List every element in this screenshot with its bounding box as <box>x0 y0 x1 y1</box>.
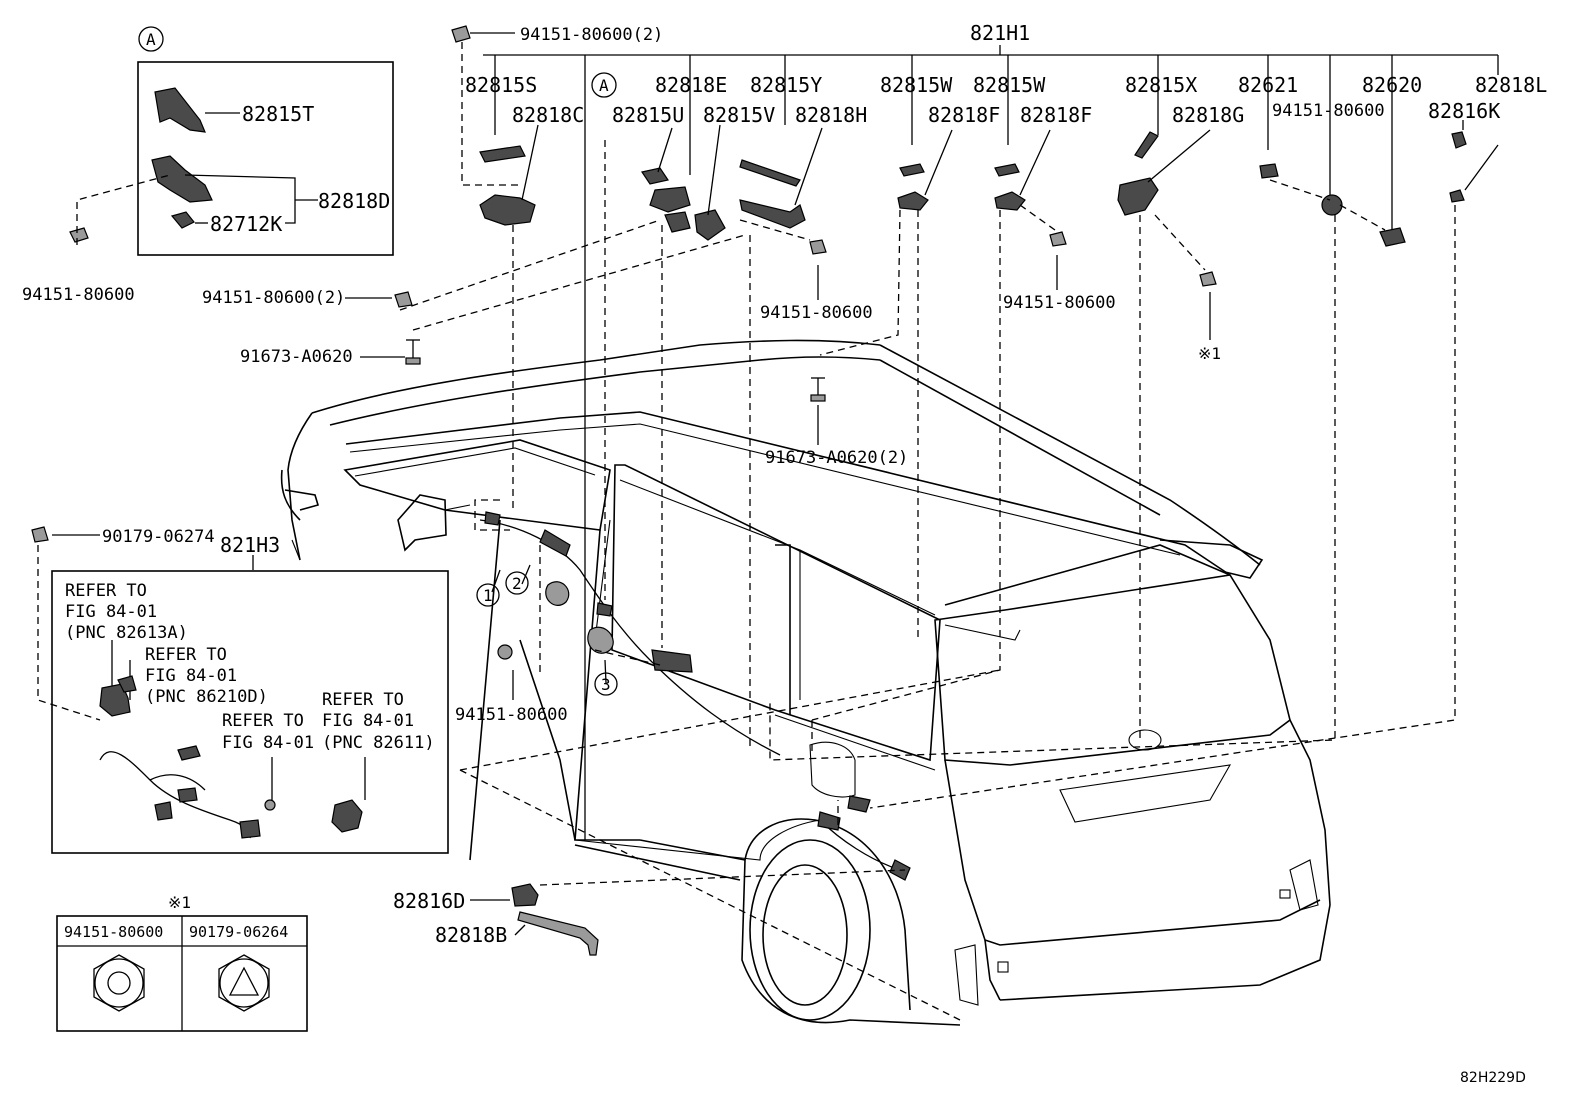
label-821H3: 821H3 <box>220 533 280 557</box>
label-82815Y: 82815Y <box>750 73 822 97</box>
part-82815T-shape <box>154 87 206 133</box>
harness-parts <box>31 25 1467 956</box>
note-4-line-3: (PNC 82611) <box>322 733 435 753</box>
nut-hex-icon <box>93 954 145 1012</box>
label-82818H: 82818H <box>795 103 867 127</box>
part-labels: 821H1 94151-80600(2) 94151-80600 94151-8… <box>22 21 1547 947</box>
label-82712K: 82712K <box>210 212 282 236</box>
label-clip-center: 94151-80600 <box>760 303 873 323</box>
label-82815X: 82815X <box>1125 73 1197 97</box>
callout-1: 1 <box>483 586 493 605</box>
label-clip-door: 94151-80600 <box>455 705 568 725</box>
label-82818F-a: 82818F <box>928 103 1000 127</box>
label-clip-top: 94151-80600(2) <box>520 25 663 45</box>
legend-table: ※1 94151-80600 90179-06264 <box>56 893 308 1032</box>
label-82815W-b: 82815W <box>973 73 1046 97</box>
note-2-line-3: (PNC 86210D) <box>145 687 268 707</box>
view-a-detail: A 82815T 82818D 82712K <box>137 26 394 256</box>
label-82818B: 82818B <box>435 923 507 947</box>
note-4-line-2: FIG 84-01 <box>322 711 414 731</box>
note-3-line-1: REFER TO <box>222 711 304 731</box>
legend-col-2: 90179-06264 <box>189 923 288 941</box>
note-3-line-2: FIG 84-01 <box>222 733 314 753</box>
callout-2: 2 <box>512 574 522 593</box>
sub-harness-box <box>51 570 449 854</box>
sub-harness-detail: REFER TO FIG 84-01 (PNC 82613A) REFER TO… <box>51 570 449 854</box>
note-2-line-2: FIG 84-01 <box>145 666 237 686</box>
callout-3: 3 <box>601 675 611 694</box>
label-82818L: 82818L <box>1475 73 1547 97</box>
label-82818G: 82818G <box>1172 103 1244 127</box>
note-2-line-1: REFER TO <box>145 645 227 665</box>
label-asterisk-1: ※1 <box>1198 344 1221 363</box>
label-clip-left: 94151-80600 <box>22 285 135 305</box>
label-82815S: 82815S <box>465 73 537 97</box>
label-82818C: 82818C <box>512 103 584 127</box>
view-a-marker <box>138 26 164 52</box>
view-a-box <box>137 61 394 256</box>
label-82620: 82620 <box>1362 73 1422 97</box>
callouts: 1 2 3 <box>476 571 618 696</box>
label-82815T: 82815T <box>242 102 314 126</box>
label-clip-mid-left: 94151-80600(2) <box>202 288 345 308</box>
legend-col-1: 94151-80600 <box>64 923 163 941</box>
note-4-line-1: REFER TO <box>322 690 404 710</box>
vehicle-body <box>280 339 1331 1026</box>
note-1-line-3: (PNC 82613A) <box>65 623 188 643</box>
label-clip-right-top: 94151-80600 <box>1272 101 1385 121</box>
label-82818D: 82818D <box>318 189 390 213</box>
label-bolt-left: 91673-A0620 <box>240 347 353 367</box>
label-821H1: 821H1 <box>970 21 1030 45</box>
label-82815U: 82815U <box>612 103 684 127</box>
view-a-marker-label: A <box>146 30 156 49</box>
label-82818E: 82818E <box>655 73 727 97</box>
label-82621: 82621 <box>1238 73 1298 97</box>
diagram-code: 82H229D <box>1460 1070 1526 1086</box>
note-1-line-2: FIG 84-01 <box>65 602 157 622</box>
projection-lines <box>37 42 1456 1021</box>
label-82816K: 82816K <box>1428 99 1500 123</box>
label-82815W-a: 82815W <box>880 73 953 97</box>
legend-title: ※1 <box>168 893 191 912</box>
label-82815V: 82815V <box>703 103 775 127</box>
label-82816D: 82816D <box>393 889 465 913</box>
label-82818F-b: 82818F <box>1020 103 1092 127</box>
view-a-marker-2-label: A <box>599 76 609 95</box>
label-clip-right-mid: 94151-80600 <box>1003 293 1116 313</box>
view-a-marker-2 <box>591 72 617 98</box>
note-1-line-1: REFER TO <box>65 581 147 601</box>
label-bolt-center: 91673-A0620(2) <box>765 448 908 468</box>
nut-triangle-icon <box>218 954 270 1012</box>
leader-lines <box>52 32 1499 936</box>
label-nut-left: 90179-06274 <box>102 527 215 547</box>
part-82818D-shape <box>151 155 213 203</box>
